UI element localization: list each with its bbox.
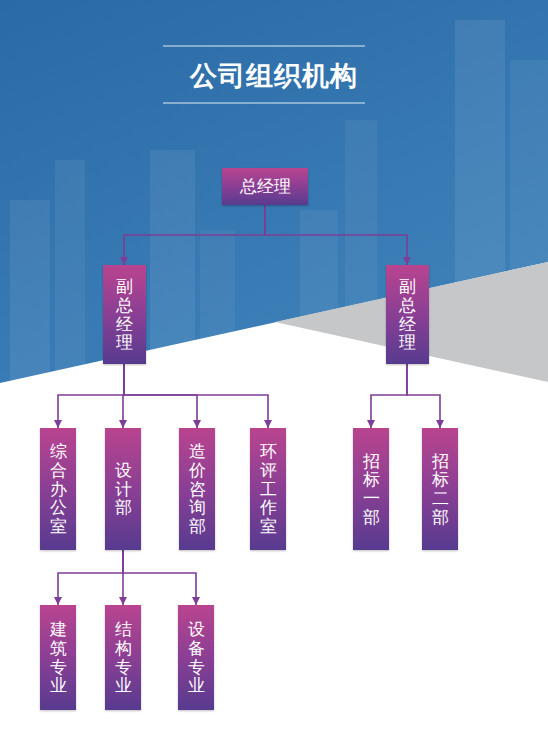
box-label: 建筑专业: [50, 620, 67, 695]
box-label: 综合办公室: [50, 442, 67, 535]
box-label: 副总经理: [116, 277, 133, 352]
org-box: 造价咨询部: [179, 428, 215, 550]
box-label: 环评工作室: [260, 442, 277, 535]
box-label: 招标二部: [432, 452, 449, 527]
org-box: 建筑专业: [40, 605, 76, 710]
building: [10, 200, 50, 400]
org-box: 结构专业: [105, 605, 141, 710]
org-box: 设备专业: [178, 605, 214, 710]
org-box: 招标一部: [353, 428, 389, 550]
title-rule: [163, 46, 365, 47]
org-connector: [58, 364, 124, 428]
box-label: 结构专业: [115, 620, 132, 695]
org-box: 总经理: [222, 168, 308, 205]
box-label: 设备专业: [188, 620, 205, 695]
box-label: 总经理: [240, 176, 291, 196]
org-connector: [124, 364, 197, 428]
org-box: 环评工作室: [250, 428, 286, 550]
page-title: 公司组织机构: [0, 58, 548, 94]
white-ground: [0, 262, 548, 741]
box-label: 设计部: [115, 461, 132, 517]
box-label: 招标一部: [363, 452, 380, 527]
org-connector: [124, 205, 265, 265]
org-box: 招标二部: [422, 428, 458, 550]
grey-triangle: [275, 262, 548, 382]
title-rule: [163, 103, 365, 104]
org-connector: [371, 364, 407, 428]
org-box: 副总经理: [386, 265, 429, 364]
org-connector: [58, 550, 123, 605]
box-label: 造价咨询部: [189, 442, 206, 535]
org-box: 副总经理: [103, 265, 146, 364]
org-connector: [124, 364, 268, 428]
org-connector: [407, 364, 440, 428]
org-connector: [123, 550, 196, 605]
org-box: 综合办公室: [40, 428, 76, 550]
org-connector: [265, 205, 407, 265]
building: [55, 160, 85, 400]
org-box: 设计部: [105, 428, 141, 550]
box-label: 副总经理: [399, 277, 416, 352]
